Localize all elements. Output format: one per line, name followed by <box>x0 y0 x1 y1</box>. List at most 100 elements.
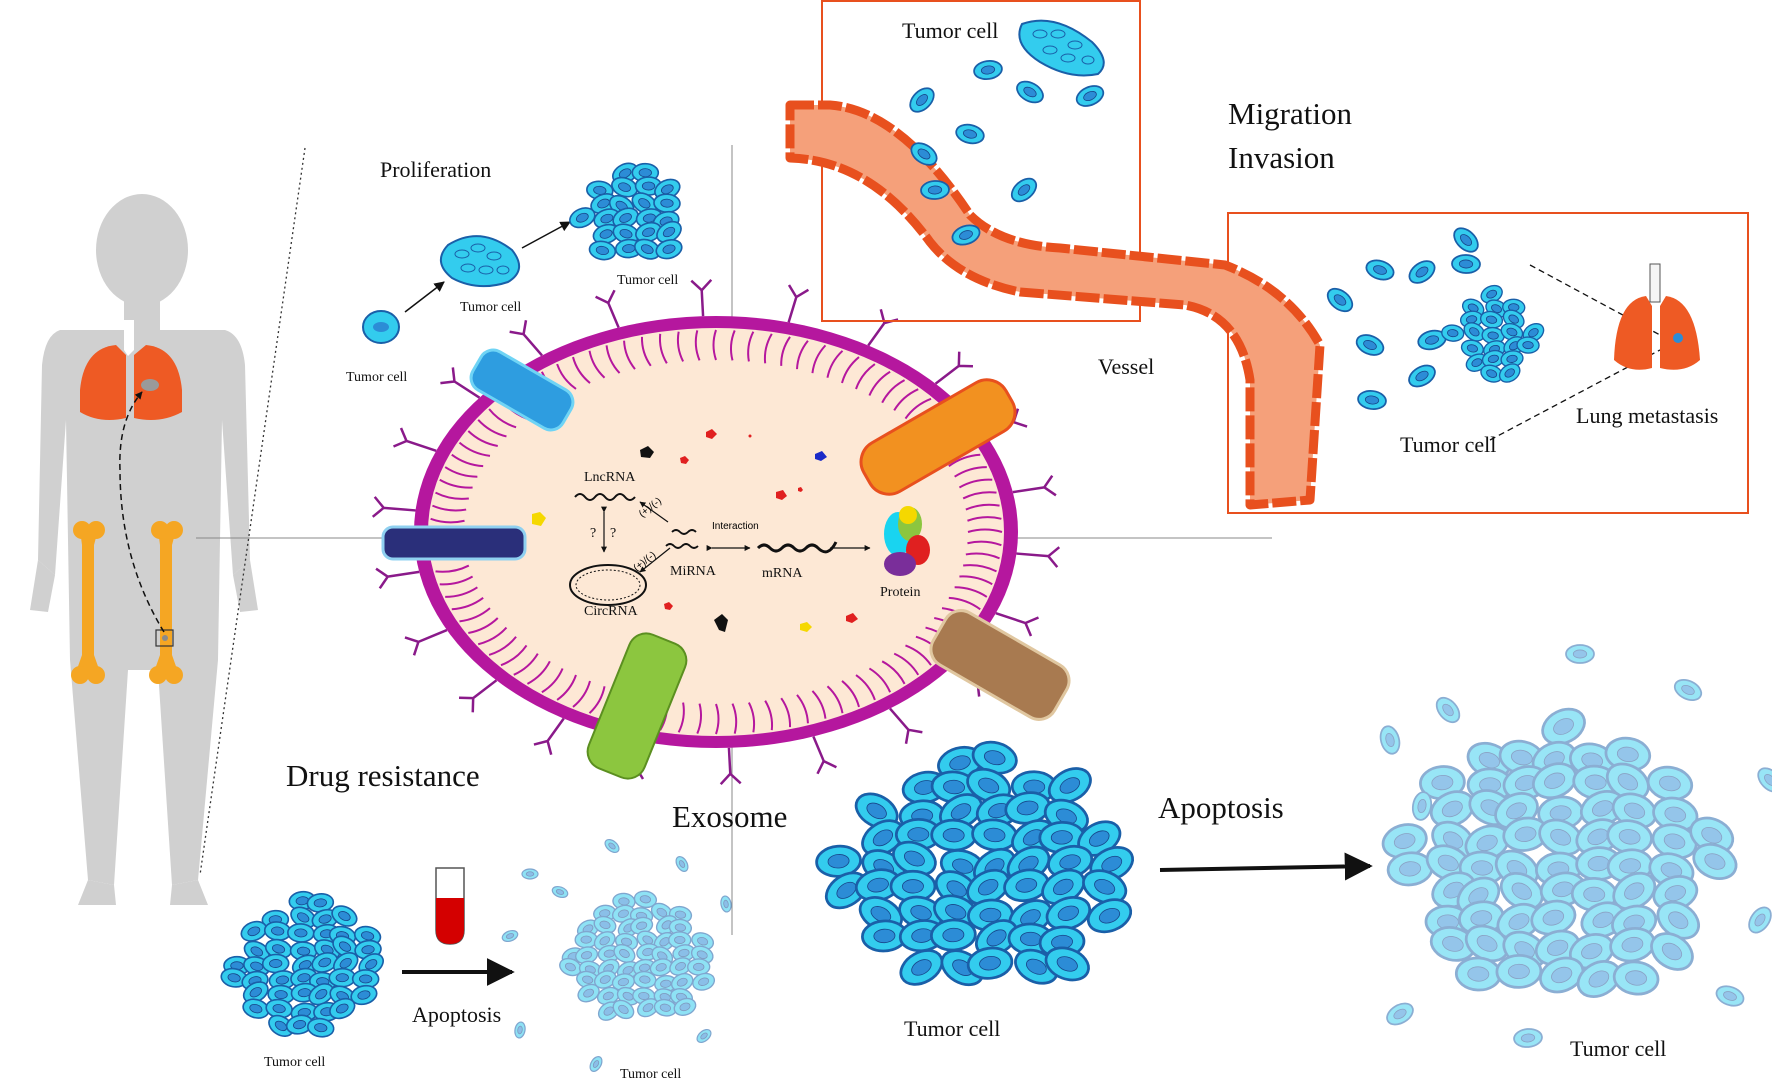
mrna-label: mRNA <box>762 566 803 581</box>
tumor-cell-icon <box>1612 871 1657 911</box>
tumor-cell-icon <box>1047 767 1092 804</box>
tumor-cell-icon <box>966 946 1014 980</box>
tumor-cell-icon <box>653 998 677 1017</box>
tumor-cell-icon <box>242 981 269 1004</box>
tumor-cell-icon <box>328 967 357 988</box>
tumor-cell-icon <box>1568 933 1615 970</box>
tumor-cell-cluster-right <box>1441 284 1545 383</box>
tumor-cell-icon <box>966 767 1012 804</box>
tumor-cell-icon <box>242 998 270 1019</box>
tumor-cell-icon <box>1435 696 1461 724</box>
tumor-cell-icon <box>1386 851 1434 887</box>
tumor-cell-icon <box>1417 329 1447 351</box>
tumor-cell-icon <box>696 1028 712 1044</box>
tumor-cell-icon <box>1673 679 1703 701</box>
tumor-cell-icon <box>1530 899 1577 936</box>
apoptosis-arrow-large <box>1159 852 1373 881</box>
tumor-cell-large-cluster <box>569 162 683 261</box>
tumor-cell-icon <box>1565 644 1595 664</box>
tumor-cell-icon <box>575 946 599 965</box>
test-tube-icon <box>435 867 465 945</box>
membrane-protein-navy <box>381 525 527 561</box>
tumor-cell-icon <box>1748 906 1772 934</box>
tumor-cell-icon <box>594 970 617 989</box>
lung-metastasis-label: Lung metastasis <box>1576 403 1718 428</box>
tumor-cell-icon <box>633 890 658 909</box>
tumor-cell-cluster-drug <box>220 890 384 1038</box>
tumor-cell-icon <box>892 840 937 877</box>
tumor-cell-icon <box>329 997 356 1020</box>
tumor-cell-icon <box>604 838 620 854</box>
tumor-cell-icon <box>1082 869 1128 905</box>
tumor-cell-label-3: Tumor cell <box>617 273 678 288</box>
tumor-cell-icon <box>909 87 935 113</box>
tumor-cell-icon <box>637 998 659 1018</box>
tumor-cell-label-faded-small: Tumor cell <box>620 1067 681 1082</box>
tumor-cell-icon <box>577 983 600 1003</box>
tumor-cell-icon <box>1692 843 1738 880</box>
tumor-cell-label-1: Tumor cell <box>346 370 407 385</box>
tumor-cell-icon <box>332 935 358 958</box>
tumor-cell-icon <box>1411 791 1433 821</box>
tumor-cell-icon <box>1379 725 1401 755</box>
tumor-cell-icon <box>243 940 270 963</box>
apoptosis-label-large: Apoptosis <box>1158 790 1284 825</box>
tumor-cell-icon <box>501 929 519 943</box>
tumor-cell-icon <box>1651 823 1698 860</box>
tumor-cell-icon <box>899 949 944 986</box>
tumor-cell-icon <box>1355 334 1385 356</box>
tumor-cell-icon <box>1539 956 1585 994</box>
tumor-cell-icon <box>307 1017 335 1038</box>
tumor-cell-icon <box>593 915 617 934</box>
tumor-cell-icon <box>973 60 1003 80</box>
lncrna-label: LncRNA <box>584 470 636 485</box>
exosome-label: Exosome <box>672 799 787 834</box>
tumor-cell-icon <box>854 792 899 830</box>
membrane-protein-orange <box>859 378 1017 496</box>
tumor-cell-icon <box>1715 985 1745 1007</box>
tumor-cell-icon <box>1650 932 1694 971</box>
tumor-cell-icon <box>655 238 683 260</box>
mrna-icon <box>756 541 838 554</box>
tumor-cell-icon <box>1541 707 1586 746</box>
tumor-cell-icon <box>920 180 950 200</box>
tumor-cell-icon <box>720 895 732 913</box>
tumor-cell-icon <box>930 818 978 852</box>
tumor-cell-icon <box>1004 791 1051 825</box>
tumor-cell-icon <box>589 1056 603 1072</box>
tumor-cell-icon <box>1652 796 1699 833</box>
tumor-cell-icon <box>588 240 617 261</box>
tumor-cell-icon <box>287 923 315 943</box>
tumor-cell-icon <box>1016 80 1044 104</box>
tumor-cell-icon <box>656 220 682 244</box>
tumor-cell-icon <box>285 1014 314 1035</box>
tumor-cell-icon <box>1044 946 1090 982</box>
tumor-cell-icon <box>220 967 248 988</box>
protein-label: Protein <box>880 585 920 600</box>
tumor-cell-icon <box>1365 259 1395 281</box>
membrane-protein-green <box>586 632 688 780</box>
tumor-cell-icon <box>1656 900 1700 940</box>
invasion-box-right <box>1227 212 1749 514</box>
tumor-cell-icon <box>1460 339 1484 358</box>
tumor-cell-icon <box>854 868 902 902</box>
tumor-cell-icon <box>1003 868 1050 903</box>
lung-metastasis-icon <box>1614 263 1700 370</box>
tumor-cell-icon <box>889 869 937 903</box>
circrna-icon <box>569 564 647 606</box>
tumor-cell-icon <box>1429 790 1475 828</box>
tumor-cell-icon <box>306 893 335 913</box>
tumor-cell-icon <box>1357 390 1387 410</box>
tumor-cell-icon <box>1326 287 1354 313</box>
tumor-cell-icon <box>1646 765 1694 802</box>
exosome: LncRNA ? ? CircRNA (+)/(-) (+)/(-) Inter… <box>371 278 1071 834</box>
tumor-cell-icon <box>673 997 697 1016</box>
proliferation-label: Proliferation <box>380 157 491 182</box>
tumor-cell-cluster-apoptosis <box>815 740 1135 987</box>
mirna-icon <box>665 529 699 549</box>
tumor-cell-icon <box>692 972 716 991</box>
tumor-cell-icon <box>311 951 339 973</box>
tumor-cell-icon <box>569 207 596 229</box>
tumor-cell-label-drug: Tumor cell <box>264 1055 325 1070</box>
tumor-cell-icon <box>1609 927 1656 963</box>
